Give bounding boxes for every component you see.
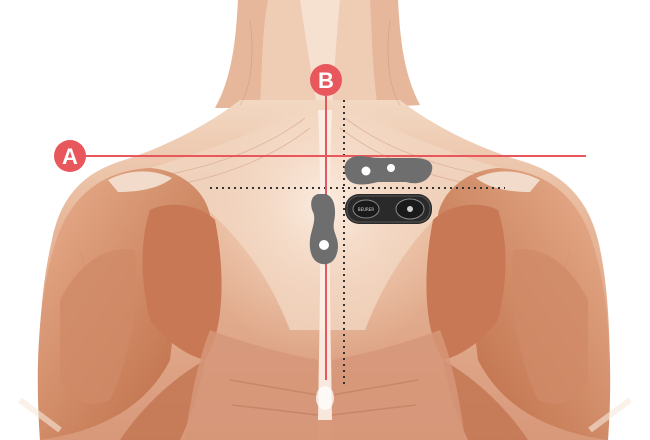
marker-badge-a: A [54,140,86,172]
pad-vertical-silhouette [309,194,338,265]
marker-label-a: A [62,144,78,169]
right-shoulder [426,168,611,440]
placement-silhouette-icon [309,156,433,265]
device-brand-text: BEURER [358,207,375,212]
tens-device-icon: BEURER [345,194,432,224]
dotted-guides [210,100,505,384]
marker-label-b: B [318,68,334,93]
left-arm-highlight [18,397,62,433]
marker-badge-b: B [310,64,342,96]
device-left-button [352,199,380,219]
left-shoulder [37,168,222,440]
right-arm-highlight [588,397,632,433]
muscle-fibers [79,19,571,401]
lower-back-muscles [185,330,465,440]
